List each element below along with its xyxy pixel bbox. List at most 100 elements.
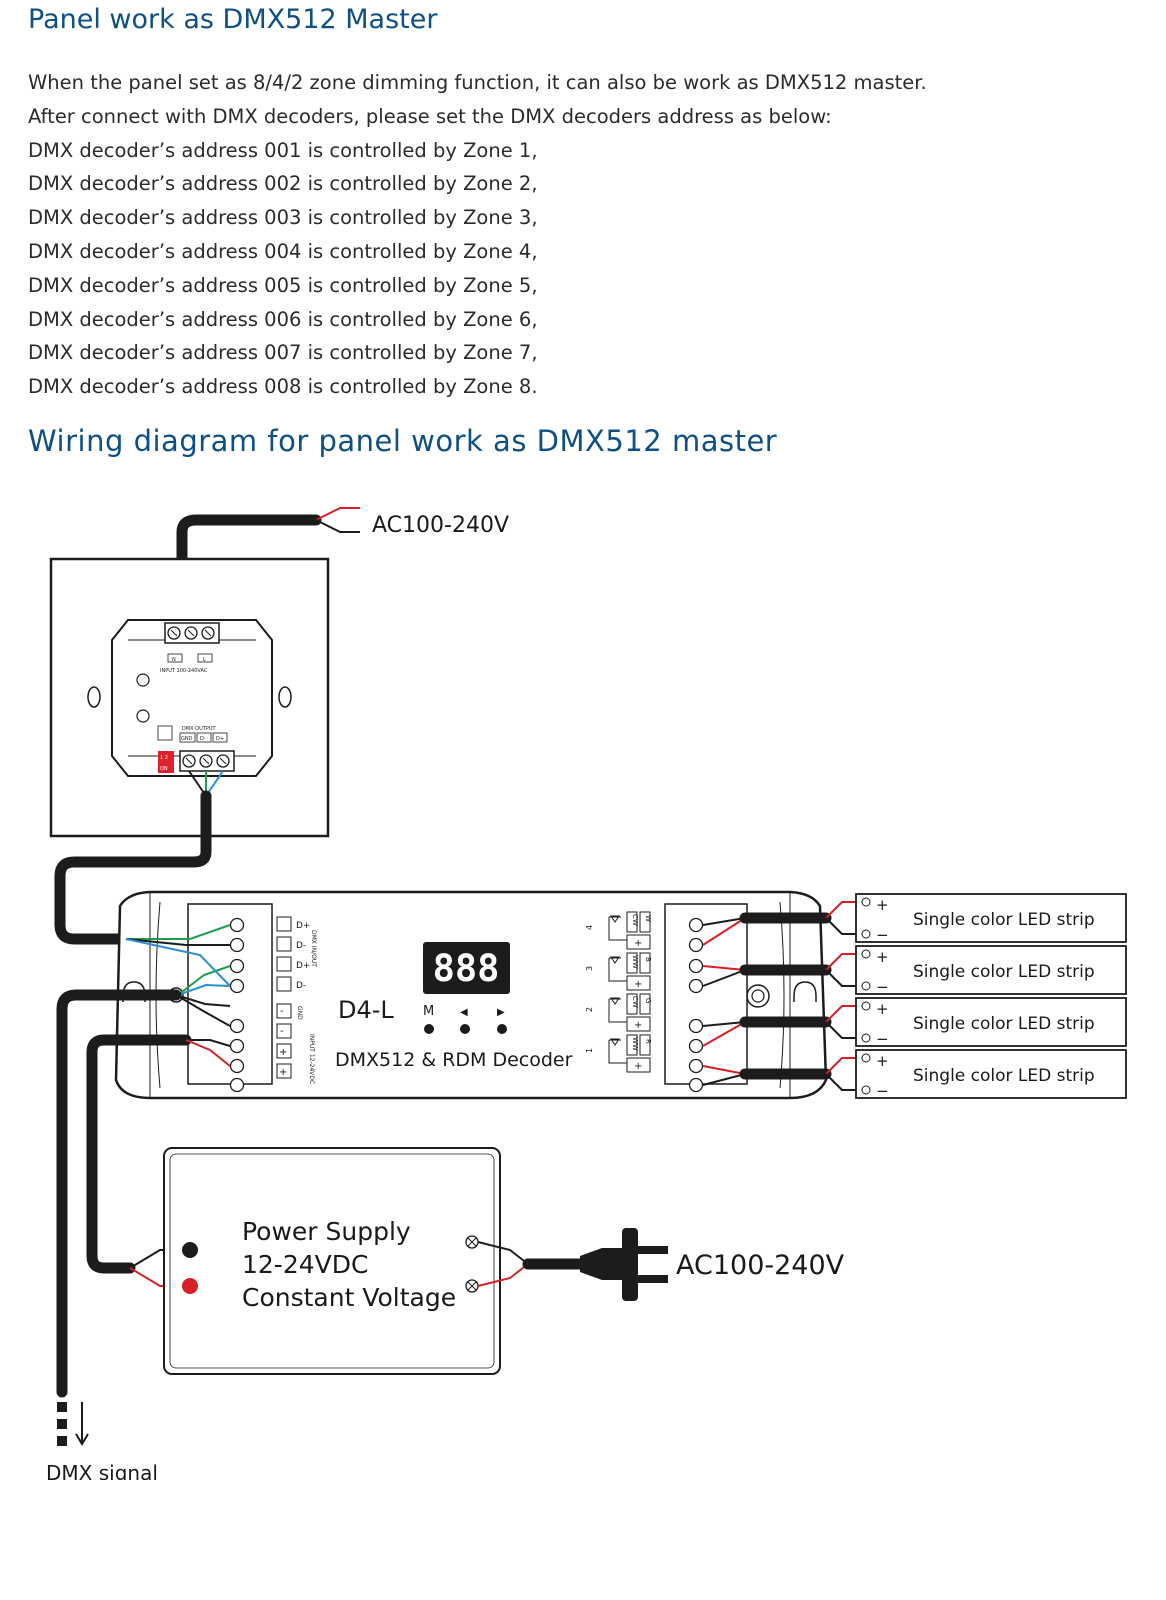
address-line: DMX decoder’s address 001 is controlled … — [28, 138, 538, 162]
channel-plus: + — [634, 1061, 642, 1072]
power-term-label: - — [280, 1026, 284, 1037]
strip-plus: + — [876, 896, 889, 914]
led-strip-label: Single color LED strip — [913, 1014, 1095, 1034]
address-line: DMX decoder’s address 002 is controlled … — [28, 172, 538, 196]
strip-minus: − — [876, 978, 889, 996]
power-term-label: + — [279, 1047, 287, 1058]
power-term-label: + — [279, 1067, 287, 1078]
channel-letter: CW — [631, 914, 639, 926]
ac-plug: AC100-240V — [477, 1228, 845, 1301]
strip-minus: − — [876, 926, 889, 944]
ac-plug-label: AC100-240V — [676, 1250, 845, 1281]
strip-minus: − — [876, 1082, 889, 1100]
gnd-label: GND — [296, 1006, 303, 1020]
ac-input-top: AC100-240V — [171, 507, 509, 620]
button-m[interactable] — [424, 1024, 434, 1034]
dmx-inout-label: DMX IN/OUT — [310, 930, 317, 967]
button-right[interactable] — [497, 1024, 507, 1034]
intro-text: When the panel set as 8/4/2 zone dimming… — [28, 66, 1128, 404]
dmx-signal-indicator: DMX signal — [46, 1402, 158, 1480]
address-line: DMX decoder’s address 008 is controlled … — [28, 375, 538, 399]
dmx-signal-label: DMX signal — [46, 1461, 158, 1480]
channel-letter: WW — [631, 1037, 639, 1051]
strip-plus: + — [876, 1000, 889, 1018]
intro-line: After connect with DMX decoders, please … — [28, 104, 832, 128]
decoder: D+ D- D+ D- DMX IN/OUT - - + + GND INPUT… — [114, 890, 828, 1100]
dmx-cable-panel — [54, 790, 212, 945]
psu-plus-terminal — [182, 1278, 198, 1294]
address-line: DMX decoder’s address 006 is controlled … — [28, 307, 538, 331]
dmx-signal-cable — [56, 989, 182, 1398]
page-heading: Panel work as DMX512 Master — [28, 4, 438, 35]
strip-minus: − — [876, 1030, 889, 1048]
channel-letter: CW — [631, 996, 639, 1008]
led-strip-label: Single color LED strip — [913, 1066, 1095, 1086]
channel-plus: + — [634, 979, 642, 990]
dmx-term-label: D+ — [296, 921, 310, 931]
dmx-output-label: DMX OUTPUT — [182, 726, 217, 732]
power-supply: Power Supply 12-24VDC Constant Voltage — [163, 1147, 501, 1375]
channel-letter: WW — [631, 955, 639, 969]
led-strip: + − Single color LED strip — [855, 945, 1127, 996]
psu-line: 12-24VDC — [242, 1250, 368, 1279]
channel-plus: + — [634, 1020, 642, 1031]
led-display — [423, 942, 510, 994]
strip-plus: + — [876, 1052, 889, 1070]
display-digits: 888 — [433, 947, 500, 990]
channel-letter: B — [644, 957, 652, 962]
gnd-label: GND — [181, 736, 193, 742]
dip-number-label: 1 2 — [160, 755, 168, 761]
channel-number: 1 — [585, 1048, 594, 1053]
power-term-label: - — [280, 1006, 284, 1017]
led-strip-label: Single color LED strip — [913, 910, 1095, 930]
channel-letter: W — [644, 915, 652, 922]
plug-icon — [580, 1248, 622, 1280]
psu-line: Constant Voltage — [242, 1283, 456, 1312]
l-label: L — [203, 657, 206, 663]
psu-minus-terminal — [182, 1242, 198, 1258]
button-left[interactable] — [460, 1024, 470, 1034]
led-cables — [739, 912, 832, 1080]
decoder-model: D4-L — [338, 996, 394, 1024]
address-line: DMX decoder’s address 005 is controlled … — [28, 273, 538, 297]
channel-letter: R — [644, 1039, 652, 1044]
diagram-heading: Wiring diagram for panel work as DMX512 … — [28, 424, 778, 458]
screw-hole-left-icon — [87, 686, 101, 708]
led-strip-label: Single color LED strip — [913, 962, 1095, 982]
button-left-label: ◀ — [460, 1007, 468, 1018]
wiring-diagram: AC100-240V N L INPUT 100-240VAC DMX OUTP… — [46, 507, 1127, 1480]
led-output-wires — [702, 917, 746, 1086]
dmx-term-label: D- — [296, 941, 306, 951]
channel-letter: G — [644, 998, 652, 1003]
n-label: N — [172, 657, 176, 663]
decoder-name: DMX512 & RDM Decoder — [335, 1049, 573, 1071]
led-strip: + − Single color LED strip — [855, 997, 1127, 1048]
address-line: DMX decoder’s address 004 is controlled … — [28, 239, 538, 263]
input-ac-label: INPUT 100-240VAC — [160, 668, 208, 674]
channel-number: 3 — [585, 966, 594, 971]
strip-plus: + — [876, 948, 889, 966]
dip-switch — [158, 751, 174, 773]
button-right-label: ▶ — [497, 1007, 505, 1018]
ac-top-label: AC100-240V — [372, 513, 509, 538]
wall-panel: N L INPUT 100-240VAC DMX OUTPUT GND D- D… — [49, 557, 330, 838]
channel-labels: CW W WW B CW G WW R + + + + 4 3 2 1 — [585, 911, 652, 1073]
psu-line: Power Supply — [242, 1217, 411, 1246]
d-minus-label: D- — [200, 736, 206, 742]
address-line: DMX decoder’s address 003 is controlled … — [28, 206, 538, 230]
channel-number: 2 — [585, 1007, 594, 1012]
dmx-term-label: D- — [296, 981, 306, 991]
arrow-down-icon — [75, 1402, 89, 1446]
channel-number: 4 — [585, 925, 594, 930]
led-strip-leads — [825, 901, 856, 1091]
intro-line: When the panel set as 8/4/2 zone dimming… — [28, 71, 927, 94]
input-dc-label: INPUT 12-24VDC — [308, 1034, 315, 1084]
screw-hole-right-icon — [278, 686, 292, 708]
d-plus-label: D+ — [216, 736, 224, 742]
led-strip: + − Single color LED strip — [855, 893, 1127, 944]
channel-plus: + — [634, 938, 642, 949]
dip-on-label: ON — [160, 766, 168, 772]
dmx-wires — [125, 924, 231, 996]
led-strip: + − Single color LED strip — [855, 1049, 1127, 1100]
dmx-term-label: D+ — [296, 961, 310, 971]
